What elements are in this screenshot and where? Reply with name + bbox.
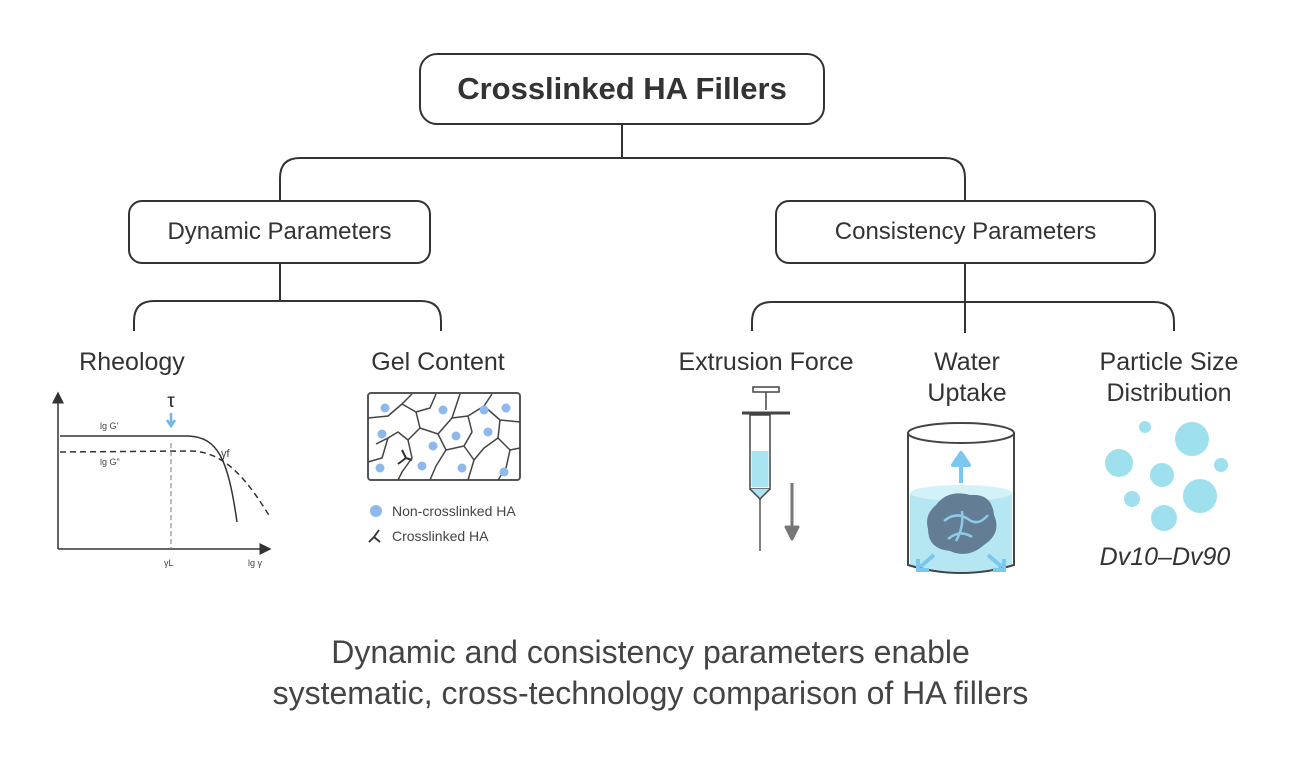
- g-prime-label: lg G': [100, 421, 119, 431]
- root-connector: [279, 125, 966, 200]
- particle-size-formula: Dv10–Dv90: [1099, 543, 1231, 571]
- hyaluronan-dot: [479, 405, 489, 415]
- particle-bubble: [1124, 491, 1140, 507]
- beaker-rim: [907, 422, 1015, 444]
- particle-bubble: [1151, 505, 1177, 531]
- dynamic-parameters-box: Dynamic Parameters: [128, 200, 431, 264]
- storage-modulus-curve: [60, 435, 238, 523]
- hyaluronan-dot: [501, 403, 511, 413]
- legend-blue-dot-icon: [370, 505, 382, 517]
- water-uptake-label: Water Uptake: [927, 348, 1007, 407]
- hyaluronan-dot: [483, 427, 493, 437]
- legend-crosslinked: Crosslinked HA: [392, 528, 489, 544]
- loss-modulus-curve: [59, 450, 271, 518]
- hyaluronan-dot: [380, 403, 390, 413]
- g-double-prime-label: lg G": [100, 457, 120, 467]
- syringe-fluid: [751, 451, 769, 487]
- particle-bubble: [1150, 463, 1174, 487]
- hyaluronan-dot: [417, 461, 427, 471]
- gamma-l-label: γL: [164, 558, 174, 568]
- legend-crosslink-icon: [368, 529, 381, 543]
- rheology-plot: τ lg G' lg G" γf γL lg γ: [52, 391, 272, 568]
- gel-content-label: Gel Content: [371, 348, 505, 376]
- particle-bubble: [1214, 458, 1228, 472]
- syringe-plunger-top: [752, 386, 780, 393]
- gamma-f-label: γf: [221, 448, 231, 460]
- crosslink-glyph-icon: [397, 449, 413, 465]
- root-title: Crosslinked HA Fillers: [457, 71, 787, 106]
- legend-non-crosslinked: Non-crosslinked HA: [392, 503, 516, 519]
- syringe-illustration: [742, 386, 800, 551]
- extrusion-force-label: Extrusion Force: [678, 348, 854, 376]
- particle-bubbles: [1105, 421, 1228, 531]
- particle-bubble: [1105, 449, 1133, 477]
- particle-bubble: [1139, 421, 1151, 433]
- consistency-connector: [751, 264, 1175, 333]
- hyaluronan-dot: [377, 429, 387, 439]
- right-arrow-icon: [986, 553, 1006, 572]
- caption-line-2: systematic, cross-technology comparison …: [272, 675, 1029, 711]
- caption-line-1: Dynamic and consistency parameters enabl…: [331, 634, 970, 670]
- hyaluronan-dot: [438, 405, 448, 415]
- hyaluronan-dot: [428, 441, 438, 451]
- beaker-wall: [907, 433, 1015, 574]
- consistency-parameters-box: Consistency Parameters: [775, 200, 1156, 264]
- dynamic-parameters-label: Dynamic Parameters: [167, 218, 392, 245]
- hyaluronan-dot: [499, 467, 509, 477]
- hyaluronan-dot: [457, 463, 467, 473]
- consistency-parameters-label: Consistency Parameters: [834, 218, 1097, 245]
- hyaluronan-dot: [375, 463, 385, 473]
- rheology-label: Rheology: [79, 348, 185, 376]
- particle-bubble: [1183, 479, 1217, 513]
- tau-label: τ: [167, 391, 175, 412]
- root-node-box: Crosslinked HA Fillers: [419, 53, 825, 125]
- particle-bubble: [1175, 422, 1209, 456]
- dynamic-connector: [133, 264, 442, 331]
- tau-arrow-icon: [165, 413, 177, 429]
- left-arrow-icon: [916, 553, 936, 572]
- particle-size-label: Particle Size Distribution: [1099, 348, 1239, 407]
- extrusion-arrow-icon: [784, 483, 800, 541]
- beaker-illustration: [907, 422, 1015, 574]
- gel-network-illustration: [367, 392, 521, 481]
- water-surface: [910, 485, 1012, 501]
- upward-arrow-icon: [951, 451, 971, 483]
- x-axis-label: lg γ: [248, 558, 263, 568]
- hyaluronan-dot: [451, 431, 461, 441]
